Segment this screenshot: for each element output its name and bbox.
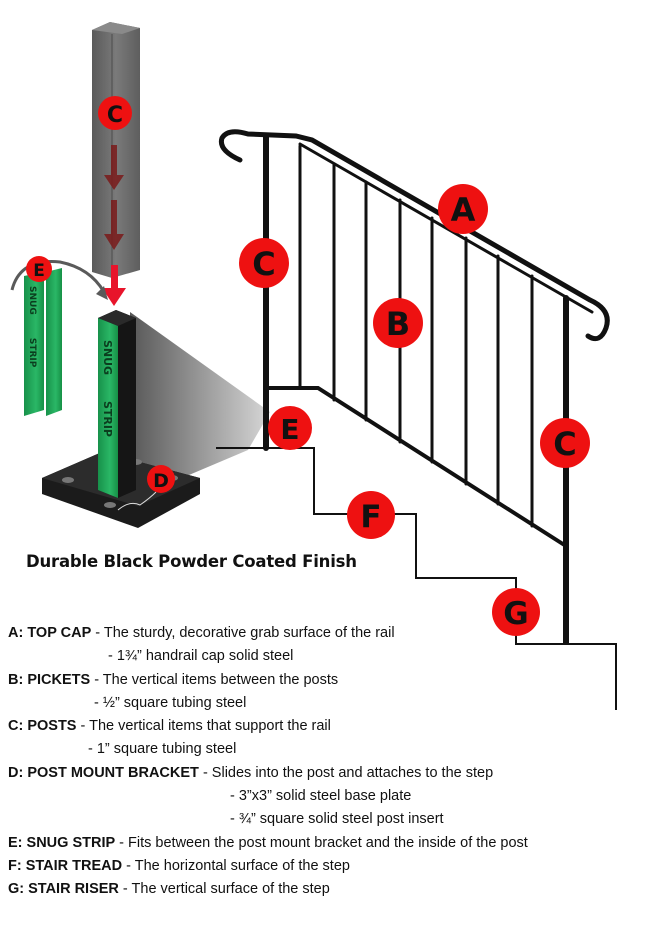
stair-outline <box>216 447 417 560</box>
loose-strip-text: SNUG STRIP <box>27 286 37 368</box>
legend-row: A: TOP CAP - The sturdy, decorative grab… <box>8 622 644 645</box>
badge-c-left: C <box>239 238 289 288</box>
badge-a: A <box>438 184 488 234</box>
svg-text:E: E <box>33 261 45 281</box>
badge-f: F <box>347 491 395 539</box>
svg-text:C: C <box>553 425 576 463</box>
badge-e-stair: E <box>268 406 312 450</box>
legend-row: D: POST MOUNT BRACKET - Slides into the … <box>8 762 644 785</box>
badge-b: B <box>373 298 423 348</box>
legend-desc: - Slides into the post and attaches to t… <box>198 764 494 781</box>
handrail-illustration <box>218 129 610 560</box>
legend-desc: - The sturdy, decorative grab surface of… <box>91 625 395 641</box>
svg-text:B: B <box>386 305 410 343</box>
svg-text:C: C <box>252 245 275 283</box>
legend-desc: - The vertical surface of the step <box>118 881 330 898</box>
railing-diagram: SNUG STRIP SNUG STRIP <box>10 22 610 560</box>
legend-row: F: STAIR TREAD - The horizontal surface … <box>8 855 644 878</box>
legend-key: G: STAIR RISER <box>8 881 119 898</box>
legend-row: E: SNUG STRIP - Fits between the post mo… <box>8 832 644 855</box>
svg-text:A: A <box>451 191 476 229</box>
legend-sub-item: - ¾” square solid steel post insert <box>230 811 444 828</box>
post-section-illustration <box>92 22 140 306</box>
legend-key: E: SNUG STRIP <box>8 834 116 851</box>
snug-strip-illustration: SNUG STRIP <box>10 260 108 416</box>
svg-text:F: F <box>360 499 381 535</box>
legend-key: A: TOP CAP <box>8 625 92 641</box>
badge-c-right: C <box>540 418 590 468</box>
legend-key: F: STAIR TREAD <box>8 857 123 874</box>
legend-row: G: STAIR RISER - The vertical surface of… <box>8 878 644 901</box>
legend-row: C: POSTS - The vertical items that suppo… <box>8 715 644 738</box>
badge-c-top: C <box>98 96 132 130</box>
legend-sub-item: - ½” square tubing steel <box>94 694 247 711</box>
legend-desc: - The horizontal surface of the step <box>122 857 350 874</box>
finish-caption: Durable Black Powder Coated Finish <box>26 552 357 571</box>
post-insert-illustration: SNUG STRIP <box>98 310 136 498</box>
zoom-projection <box>130 312 270 500</box>
badge-d: D <box>147 465 175 493</box>
legend-sub-item: - 1” square tubing steel <box>88 741 237 758</box>
legend-sub-item: - 3”x3” solid steel base plate <box>230 788 412 805</box>
insert-strip-text: SNUG STRIP <box>101 340 114 437</box>
svg-text:C: C <box>107 103 123 128</box>
legend-key: B: PICKETS <box>8 671 91 688</box>
legend-sub-item: - 1¾” handrail cap solid steel <box>108 648 294 665</box>
legend-desc: - Fits between the post mount bracket an… <box>115 834 528 851</box>
legend: A: TOP CAP - The sturdy, decorative grab… <box>8 622 644 902</box>
legend-key: C: POSTS <box>8 718 77 735</box>
badge-e-strip: E <box>26 256 52 282</box>
legend-desc: - The vertical items between the posts <box>90 671 339 688</box>
svg-text:E: E <box>280 413 299 446</box>
legend-desc: - The vertical items that support the ra… <box>76 718 331 735</box>
legend-row: B: PICKETS - The vertical items between … <box>8 669 644 692</box>
legend-key: D: POST MOUNT BRACKET <box>8 764 199 781</box>
svg-text:D: D <box>153 470 169 492</box>
